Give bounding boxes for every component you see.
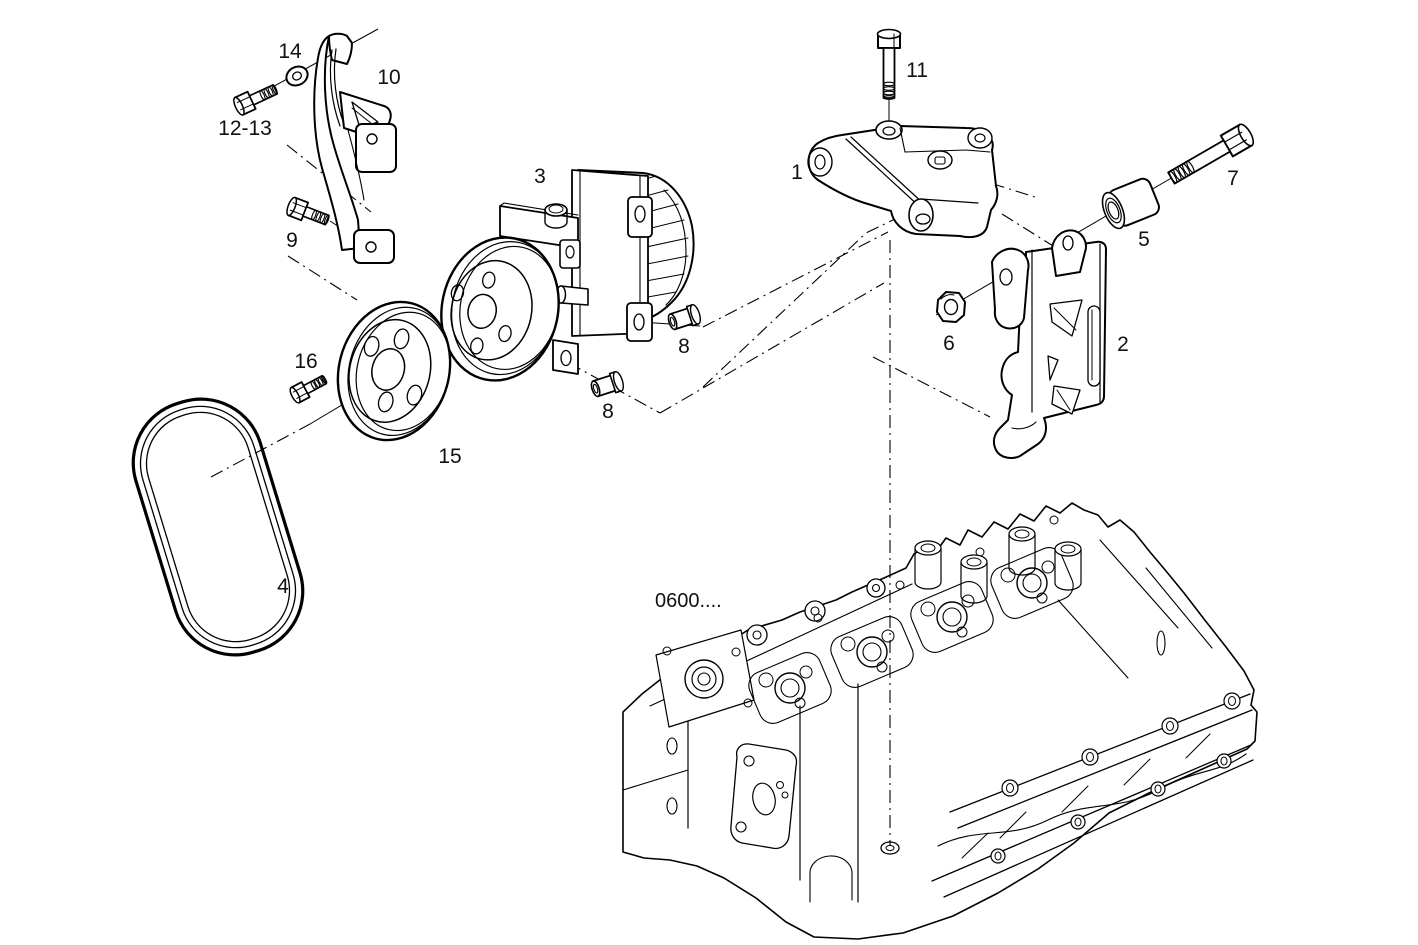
part-label-8-upper: 8	[678, 335, 690, 358]
valve-towers	[914, 526, 1082, 604]
part-label-12-13: 12-13	[218, 117, 272, 140]
part-label-1: 1	[791, 161, 803, 184]
part-6-hex-nut	[936, 291, 966, 323]
part-label-3: 3	[534, 165, 546, 188]
part-16-pulley-bolt	[289, 374, 328, 404]
part-label-15: 15	[438, 445, 461, 468]
part-label-16: 16	[294, 350, 317, 373]
part-12-13-hex-bolt	[233, 83, 279, 116]
part-label-2: 2	[1117, 333, 1129, 356]
part-15-pulley	[336, 300, 452, 442]
part-label-11: 11	[906, 59, 928, 82]
part-label-7: 7	[1227, 167, 1239, 190]
injector-cluster	[990, 547, 1074, 619]
part-8-bushing-lower	[590, 370, 625, 398]
part-2-side-mounting-bracket	[991, 229, 1107, 459]
part-14-washer	[285, 65, 309, 87]
part-5-spacer-bush	[1101, 177, 1160, 230]
injector-cluster	[830, 616, 914, 688]
part-3-compressor	[440, 169, 695, 382]
part-1-upper-mounting-bracket	[807, 120, 999, 239]
part-labels: 14 12-13 10 9 3 8 8 16 15 4 11 1 7 5 6 2…	[218, 40, 1239, 612]
injector-cluster	[748, 652, 832, 724]
part-label-14: 14	[278, 40, 302, 63]
part-10-curved-support-bracket	[313, 32, 397, 264]
part-label-6: 6	[943, 332, 955, 355]
reference-code: 0600....	[655, 590, 722, 612]
part-label-5: 5	[1138, 228, 1150, 251]
part-label-8-lower: 8	[602, 400, 614, 423]
compressor-clutch-disc	[440, 236, 560, 382]
part-7-hex-bolt-long	[1167, 123, 1255, 185]
part-label-9: 9	[286, 229, 298, 252]
part-11-cap-screw	[876, 28, 902, 100]
part-8-bushing-upper	[667, 303, 702, 331]
part-label-4: 4	[277, 575, 289, 598]
part-9-hex-bolt	[286, 196, 330, 226]
part-label-10: 10	[377, 66, 400, 89]
head-gasket-rails	[931, 692, 1254, 898]
injector-cluster	[910, 581, 994, 653]
part-4-drive-belt	[131, 397, 305, 657]
engine-cylinder-head	[622, 502, 1258, 940]
